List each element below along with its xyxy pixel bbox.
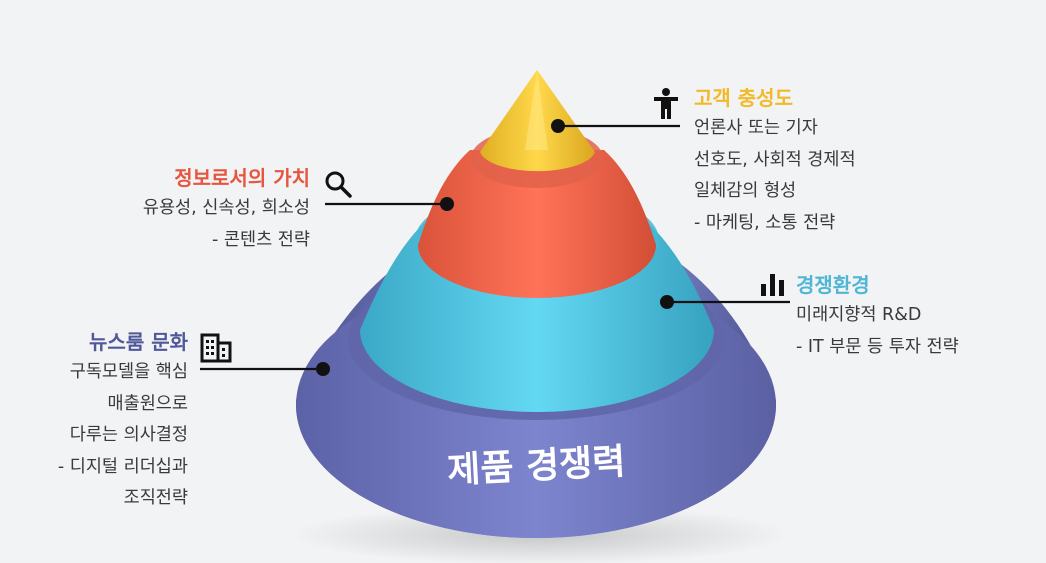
customer-loyalty-line-1: 언론사 또는 기자 <box>694 118 818 138</box>
tier-second-body <box>418 150 656 298</box>
leader-dot-information-value <box>440 197 454 211</box>
newsroom-culture-line-1: 구독모델을 핵심 <box>69 362 188 382</box>
information-value-line-1: 유용성, 신속성, 희소성 <box>142 198 310 218</box>
base-label: 제품 경쟁력 <box>446 441 626 491</box>
customer-loyalty-line-4: - 마케팅, 소통 전략 <box>694 212 836 233</box>
newsroom-culture-block: 뉴스룸 문화 구독모델을 핵심 매출원으로 다루는 의사결정 - 디지털 리더십… <box>58 327 188 515</box>
competitive-environment-heading: 경쟁환경 <box>796 273 870 297</box>
newsroom-culture-line-3: 다루는 의사결정 <box>69 425 188 445</box>
competitive-environment-line-2: - IT 부문 등 투자 전략 <box>796 336 959 357</box>
leader-dot-newsroom-culture <box>316 362 330 376</box>
newsroom-culture-line-5: 조직전략 <box>123 488 188 508</box>
person-icon <box>654 88 678 119</box>
leader-dot-competitive-environment <box>660 295 674 309</box>
tier-top-body <box>480 70 595 172</box>
competitive-environment-block: 경쟁환경 미래지향적 R&D - IT 부문 등 투자 전략 <box>796 270 959 363</box>
customer-loyalty-heading: 고객 충성도 <box>694 86 793 110</box>
leader-dot-customer-loyalty <box>551 119 565 133</box>
building-icon <box>200 333 232 363</box>
search-icon <box>325 171 352 198</box>
tier-top-highlight <box>525 70 548 150</box>
newsroom-culture-line-4: - 디지털 리더십과 <box>57 456 188 477</box>
customer-loyalty-line-2: 선호도, 사회적 경제적 <box>694 149 856 170</box>
customer-loyalty-block: 고객 충성도 언론사 또는 기자 선호도, 사회적 경제적 일체감의 형성 - … <box>694 83 856 239</box>
newsroom-culture-heading: 뉴스룸 문화 <box>89 330 188 354</box>
newsroom-culture-line-2: 매출원으로 <box>107 393 189 414</box>
competitive-environment-line-1: 미래지향적 R&D <box>796 305 922 325</box>
information-value-block: 정보로서의 가치 유용성, 신속성, 희소성 - 콘텐츠 전략 <box>143 163 310 256</box>
information-value-line-2: - 콘텐츠 전략 <box>212 229 310 250</box>
customer-loyalty-line-3: 일체감의 형성 <box>694 181 797 201</box>
bar-chart-icon <box>761 274 784 296</box>
information-value-heading: 정보로서의 가치 <box>174 166 310 190</box>
